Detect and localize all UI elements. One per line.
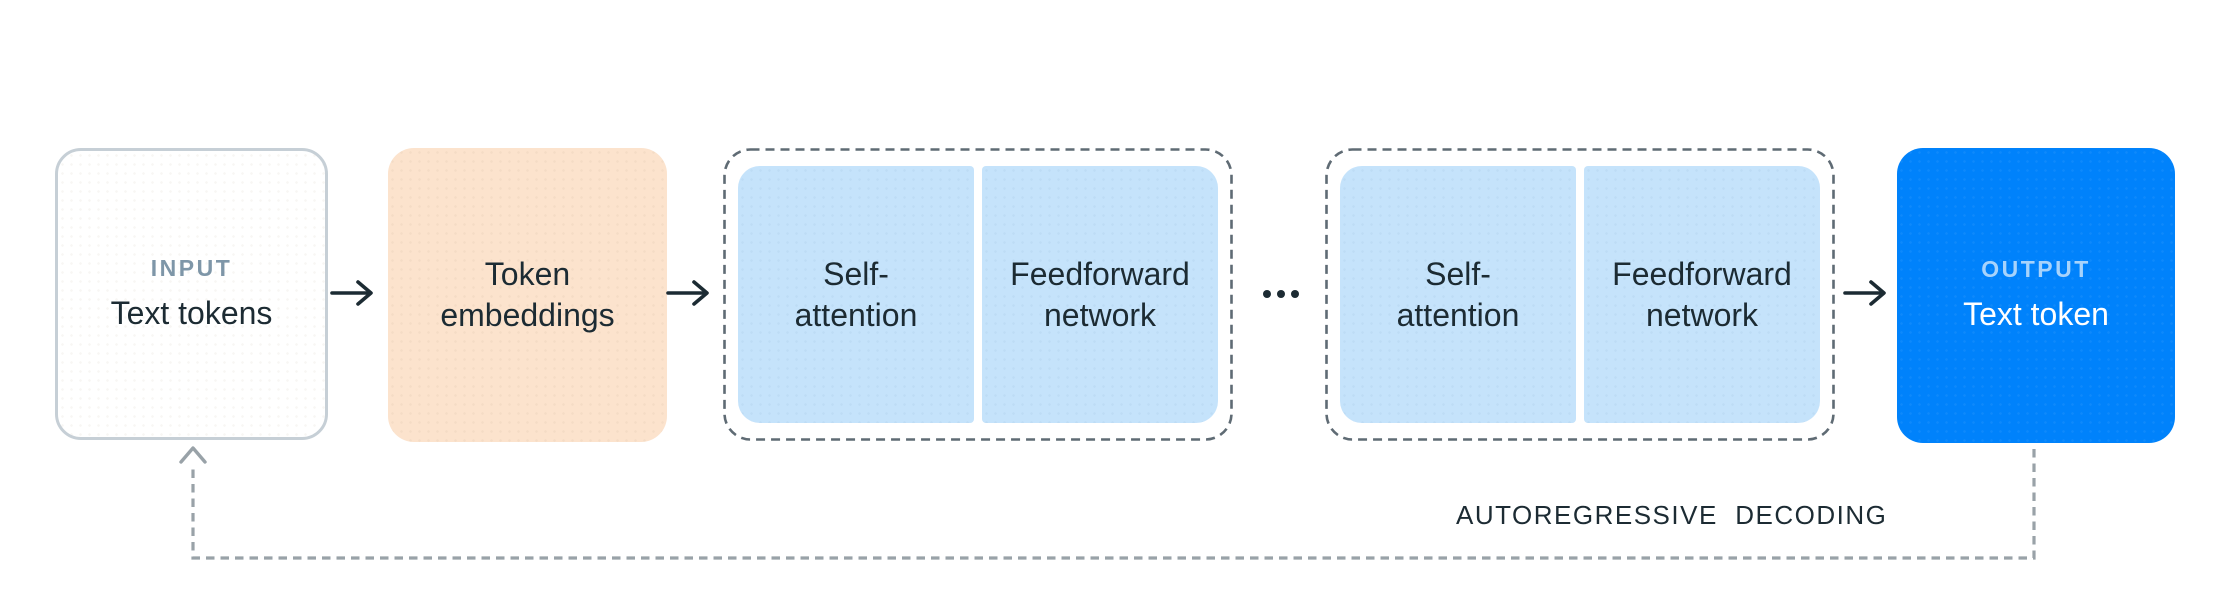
output-node: OUTPUT Text token — [1897, 148, 2175, 443]
output-text: Text token — [1963, 296, 2109, 332]
flow-arrow-icon — [666, 280, 709, 306]
feedforward-box-1: Feedforward network — [982, 166, 1218, 423]
input-node: INPUT Text tokens — [55, 148, 328, 440]
self-attention-box-2: Self- attention — [1340, 166, 1576, 423]
feedforward-box-2: Feedforward network — [1584, 166, 1820, 423]
feedforward-text: Feedforward network — [1010, 255, 1190, 333]
transformer-block-1: Self- attention Feedforward network — [723, 148, 1233, 441]
feedforward-text: Feedforward network — [1612, 255, 1792, 333]
input-tag: INPUT — [150, 254, 233, 281]
token-embeddings-node: Token embeddings — [388, 148, 667, 442]
transformer-block-2: Self- attention Feedforward network — [1325, 148, 1835, 441]
output-tag: OUTPUT — [1981, 256, 2091, 282]
flow-arrow-icon — [330, 280, 373, 306]
self-attention-text: Self- attention — [1396, 255, 1520, 333]
input-text: Text tokens — [110, 294, 273, 331]
autoregressive-decoding-label: AUTOREGRESSIVE DECODING — [1456, 500, 1888, 530]
token-embeddings-text: Token embeddings — [440, 256, 615, 333]
flow-arrow-icon — [1843, 280, 1886, 306]
ellipsis-icon — [1263, 290, 1299, 298]
self-attention-box-1: Self- attention — [738, 166, 974, 423]
self-attention-text: Self- attention — [794, 255, 918, 333]
